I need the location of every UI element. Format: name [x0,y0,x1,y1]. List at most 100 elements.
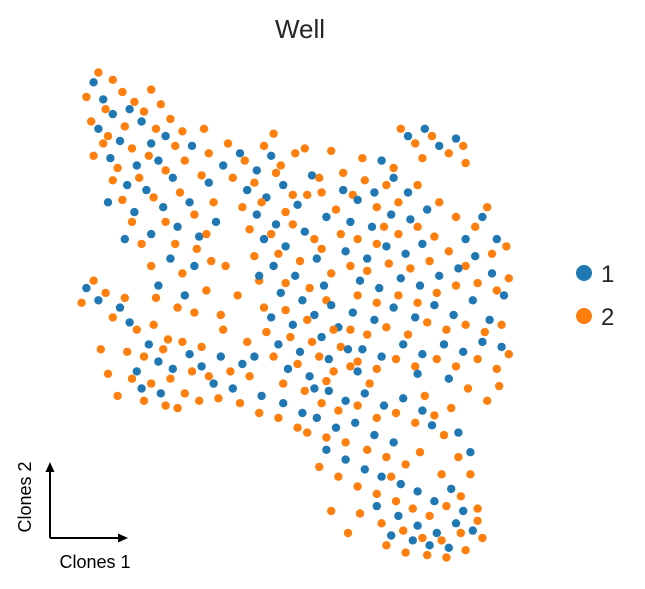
point-series-1-35 [156,389,165,398]
point-series-2-203 [420,391,429,401]
point-series-2-76 [310,234,319,244]
point-series-1-52 [300,227,309,236]
point-series-2-135 [346,325,355,334]
y-axis-label: Clones 2 [15,461,35,532]
point-series-2-48 [159,345,168,354]
x-axis-label: Clones 1 [59,552,130,572]
point-series-2-241 [156,100,165,109]
point-series-1-131 [413,487,422,496]
point-series-1-139 [451,519,461,528]
point-series-2-229 [495,381,504,391]
point-series-2-220 [389,163,398,173]
point-series-1-81 [341,247,350,256]
point-series-1-4 [125,105,134,114]
point-series-2-15 [144,151,153,160]
point-series-2-89 [262,327,271,337]
point-series-2-85 [259,303,269,312]
point-series-1-23 [154,281,163,290]
point-series-1-70 [343,345,353,354]
legend-item-2[interactable]: 2 [576,304,614,331]
point-series-1-127 [341,455,350,464]
legend-item-1[interactable]: 1 [576,261,614,288]
point-series-1-96 [370,315,379,325]
point-series-1-93 [487,269,497,278]
point-series-2-143 [497,320,506,329]
legend-marker-2 [576,308,592,324]
point-series-2-232 [437,470,446,479]
point-series-2-32 [147,261,156,271]
point-series-1-17 [147,229,156,239]
point-series-1-72 [353,195,362,205]
point-series-2-68 [288,190,297,200]
point-series-2-62 [240,156,249,165]
point-series-2-24 [197,171,206,180]
point-series-1-58 [319,281,329,290]
point-series-2-221 [435,198,444,207]
point-series-1-105 [399,340,408,349]
point-series-1-34 [137,384,146,393]
point-series-1-118 [379,401,389,410]
point-series-2-125 [461,261,470,271]
point-series-1-24 [180,291,189,300]
point-series-2-146 [372,364,381,374]
point-series-2-215 [192,244,201,254]
point-series-2-104 [331,205,341,214]
point-series-2-58 [226,367,235,376]
point-series-1-114 [451,134,461,143]
point-series-2-234 [343,528,353,538]
point-series-2-26 [161,217,170,227]
point-series-1-141 [387,531,396,540]
point-series-2-70 [257,198,266,207]
point-series-2-119 [346,261,355,271]
point-series-1-156 [103,198,113,207]
point-series-2-75 [288,220,297,229]
point-series-2-174 [315,462,324,472]
point-series-2-240 [195,396,204,405]
point-series-2-114 [372,239,381,249]
point-series-2-145 [353,357,362,366]
point-series-1-8 [106,154,115,163]
point-series-2-30 [171,239,180,249]
point-series-1-124 [370,430,379,440]
point-series-2-181 [442,501,451,511]
point-series-2-72 [303,190,312,200]
point-series-2-216 [221,261,230,271]
point-series-1-149 [228,384,237,393]
point-series-2-238 [96,345,106,354]
point-series-2-184 [355,509,365,518]
point-series-1-91 [454,264,463,273]
point-series-2-230 [387,472,396,481]
point-series-2-102 [315,173,324,182]
point-series-2-42 [120,293,129,303]
point-series-1-159 [211,217,221,227]
point-series-2-21 [118,195,127,205]
point-series-2-57 [204,372,213,381]
point-series-2-202 [365,379,374,388]
point-series-2-123 [425,256,434,266]
point-series-2-151 [473,354,482,364]
point-series-1-80 [423,205,432,214]
point-series-2-218 [317,188,326,197]
point-series-1-143 [425,541,434,550]
point-series-2-131 [451,281,461,290]
point-series-1-59 [267,313,276,322]
point-series-2-214 [178,127,187,136]
point-series-2-98 [300,386,309,396]
point-series-2-37 [202,286,211,295]
point-series-2-54 [139,396,149,405]
point-series-1-166 [492,234,501,244]
point-series-2-182 [456,492,465,501]
point-series-2-99 [322,376,331,386]
point-series-2-3 [118,87,127,97]
point-series-2-194 [442,553,451,562]
point-series-2-116 [394,229,403,239]
legend-marker-1 [576,265,592,281]
point-series-2-44 [149,320,158,329]
point-series-2-170 [341,438,350,447]
point-series-1-133 [447,484,456,494]
point-series-1-85 [418,239,427,249]
point-series-2-117 [413,222,422,231]
point-series-1-167 [413,369,422,378]
point-series-2-217 [291,149,300,158]
point-series-2-167 [447,403,456,413]
